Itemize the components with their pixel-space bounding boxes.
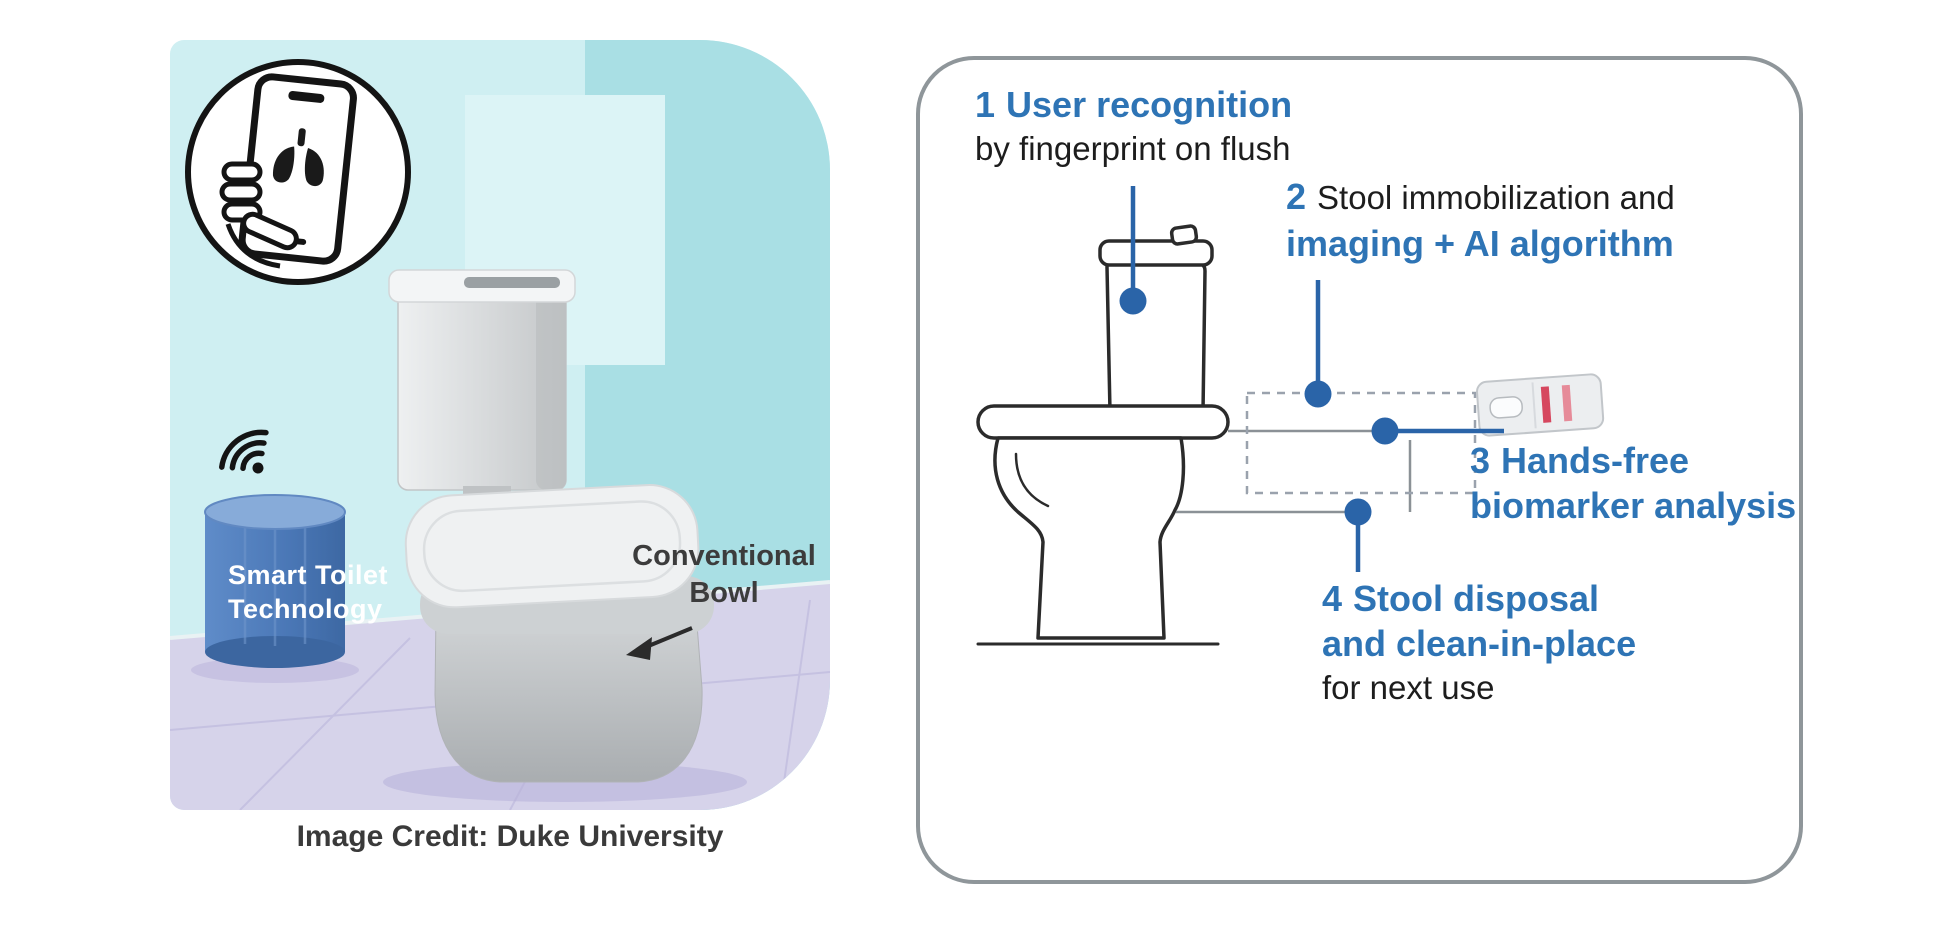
smart-device-cylinder (204, 494, 346, 668)
step1-subtitle: by fingerprint on flush (975, 130, 1291, 167)
hand-icon (219, 161, 299, 269)
scene-illustration (170, 269, 830, 810)
bowl-arrow-icon (626, 626, 693, 660)
step4-line3: for next use (1322, 669, 1495, 706)
dashed-analysis-box (1245, 391, 1477, 495)
step2-block: 2 Stool immobilization and imaging + AI a… (1286, 174, 1675, 266)
step2-line2: imaging + AI algorithm (1286, 223, 1674, 264)
connector-dot-2 (1304, 380, 1332, 408)
lungs-icon (272, 128, 324, 187)
step2-line1: 2 Stool immobilization and (1286, 174, 1675, 221)
step1-number: 1 (975, 84, 996, 125)
connector-dot-1 (1119, 287, 1147, 315)
step4-number: 4 (1322, 578, 1343, 619)
bathroom-scene: Smart Toilet Technology Conventional Bow… (170, 40, 830, 810)
step2-number: 2 (1286, 176, 1307, 217)
connector-dot-4 (1344, 498, 1372, 526)
connector-lines (1130, 186, 1504, 572)
image-credit-caption: Image Credit: Duke University (296, 820, 724, 853)
step1-title-text: User recognition (1006, 84, 1293, 125)
pipe-lines (1176, 429, 1412, 514)
connector-dots (1119, 287, 1399, 526)
step4-line1-text: Stool disposal (1353, 578, 1600, 619)
toilet-3d (388, 269, 714, 783)
wifi-icon (219, 429, 269, 474)
toilet-line-drawing (976, 224, 1230, 646)
test-strip-icon (1476, 373, 1605, 437)
phone-speaker (288, 91, 325, 103)
step4-line2: and clean-in-place (1322, 623, 1637, 664)
step2-text-black: Stool immobilization and (1317, 179, 1675, 216)
step3-line1-text: Hands-free (1501, 440, 1690, 481)
smart-toilet-technology-label: Smart Toilet Technology (228, 560, 389, 624)
connector-dot-3 (1371, 417, 1399, 445)
phone-health-icon (178, 52, 418, 292)
conventional-bowl-label: Conventional Bowl (632, 540, 816, 609)
step3-line2: biomarker analysis (1470, 485, 1797, 526)
process-diagram (976, 186, 1605, 646)
step3-number: 3 (1470, 440, 1491, 481)
